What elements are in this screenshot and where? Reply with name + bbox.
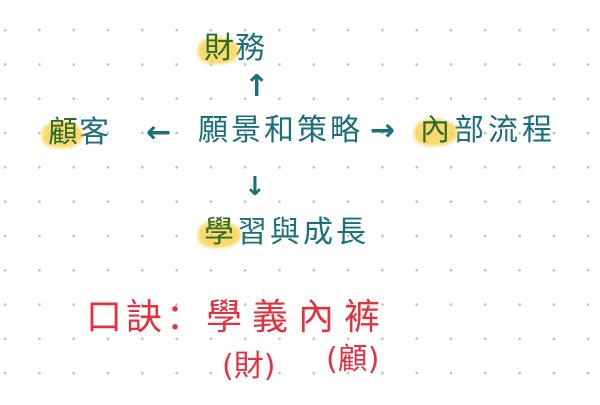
- arrow-up-icon: ↑: [244, 69, 270, 104]
- customer-rest: 客: [79, 115, 110, 150]
- mnemonic-label: 口訣：: [86, 297, 207, 338]
- node-vision-strategy: 願景和策略: [198, 113, 363, 148]
- internal-highlight: 內: [420, 113, 454, 148]
- mnemonic-phrase: 學義內裤: [206, 297, 391, 338]
- arrow-down-icon: ↓: [244, 172, 266, 202]
- node-finance: 財務: [204, 34, 266, 64]
- customer-highlight: 顧: [48, 115, 79, 150]
- mnemonic-line: 口訣：學義內裤: [86, 300, 390, 336]
- learning-rest: 習與成長: [237, 215, 369, 250]
- internal-rest: 部流程: [454, 113, 556, 148]
- node-learning-growth: 學習與成長: [204, 218, 369, 248]
- mnemonic-note-customer: (顧): [326, 342, 380, 377]
- mnemonic-note-finance: (財): [222, 349, 276, 384]
- finance-highlight: 財: [204, 31, 235, 66]
- arrow-right-icon: →: [370, 113, 396, 148]
- node-internal-process: 內部流程: [420, 116, 556, 146]
- arrow-left-icon: ←: [146, 115, 172, 150]
- node-customer: 顧客: [48, 118, 110, 148]
- learning-highlight: 學: [204, 215, 237, 250]
- finance-rest: 務: [235, 31, 266, 66]
